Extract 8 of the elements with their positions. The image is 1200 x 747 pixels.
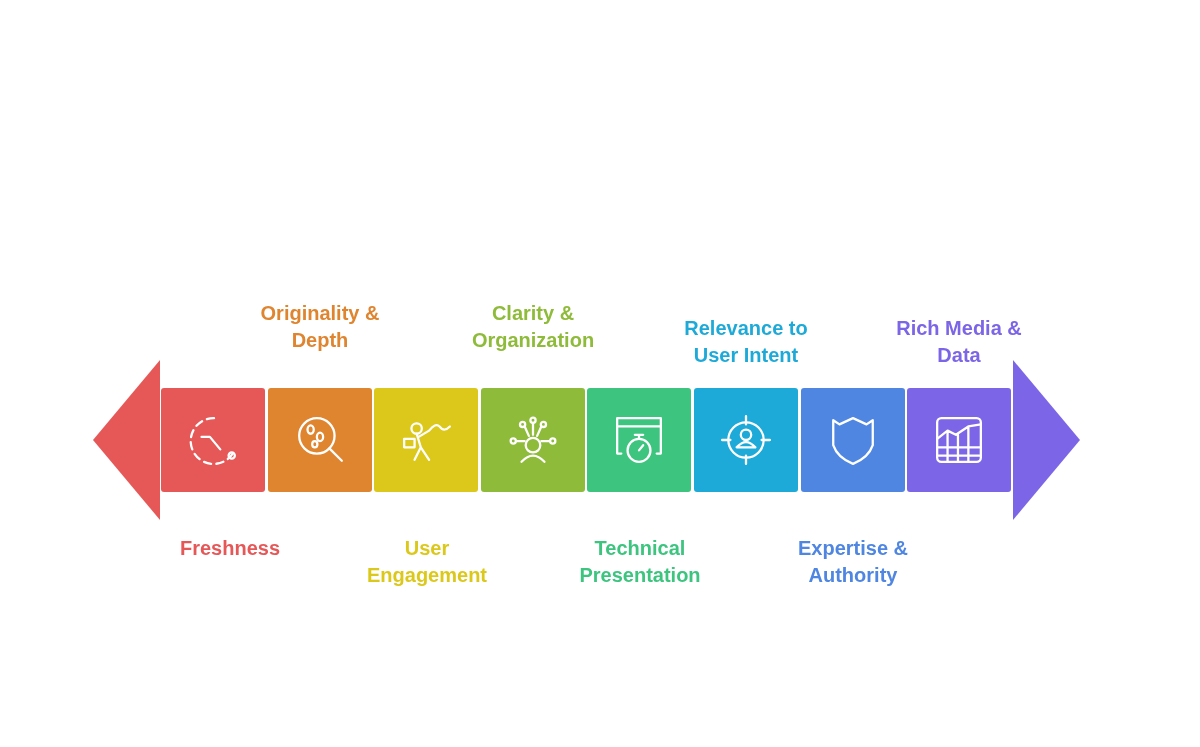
step-label: Originality & Depth [259,301,381,353]
step-label: User Engagement [366,536,488,588]
step-label: Rich Media & Data [895,316,1023,368]
step-label: Relevance to User Intent [683,316,809,368]
step-label: Technical Presentation [578,536,702,588]
step-label: Expertise & Authority [796,536,910,588]
step-label: Clarity & Organization [470,301,596,353]
step-label: Freshness [178,536,282,561]
